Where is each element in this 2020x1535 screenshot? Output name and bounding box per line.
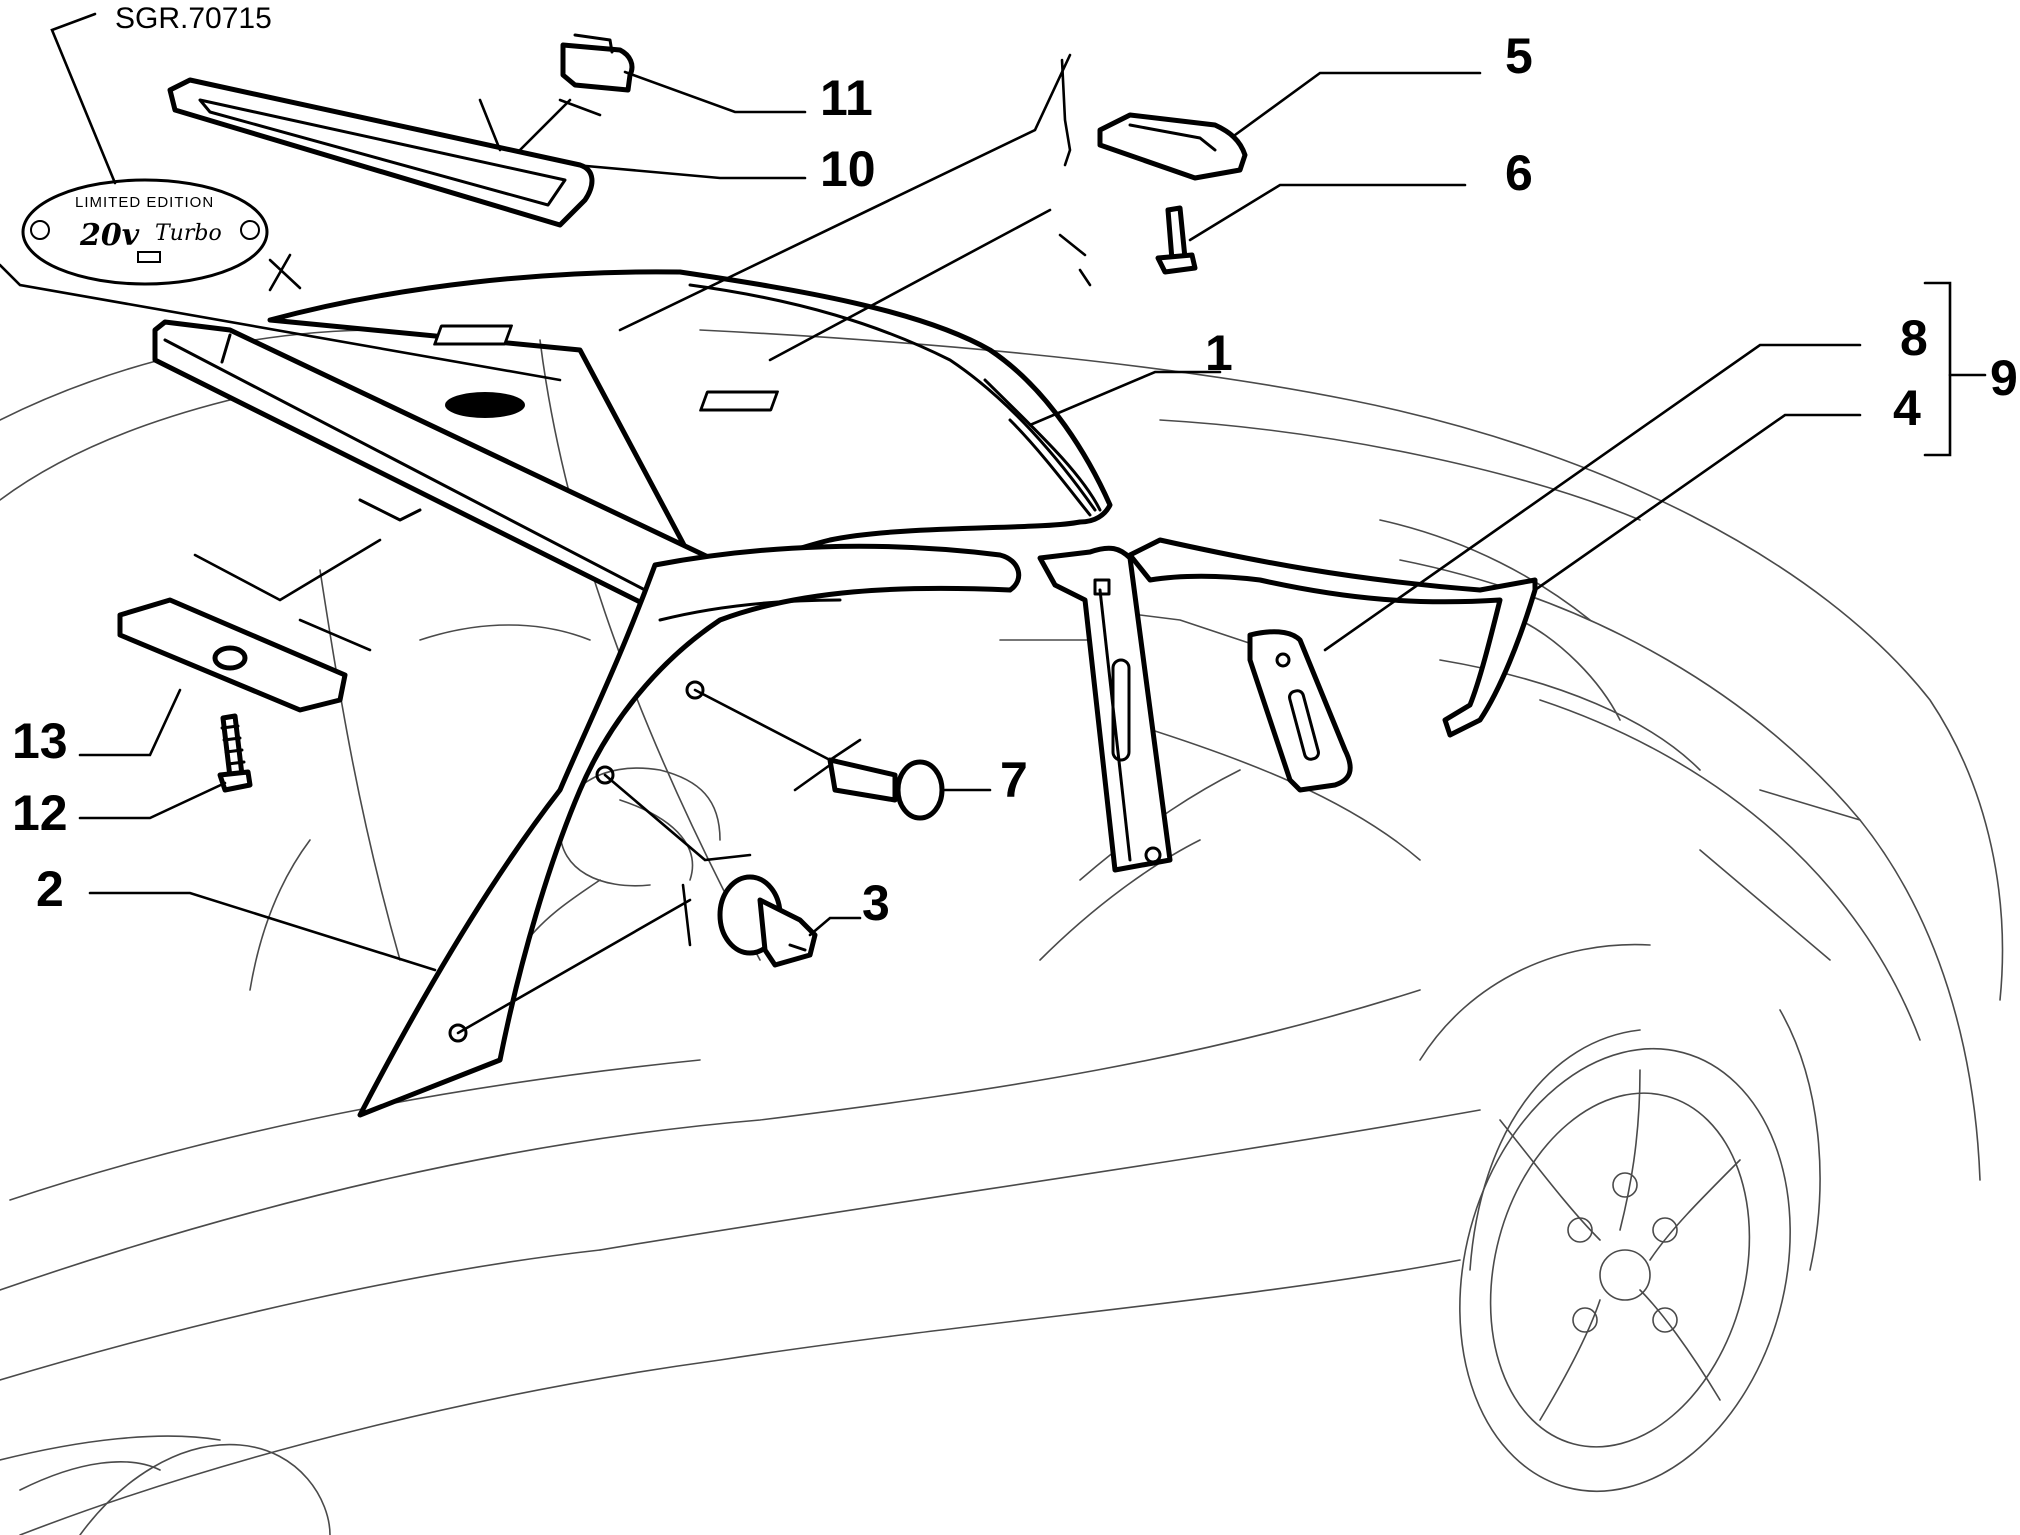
callout-numbers: 1 2 3 4 5 6 7 8 9 10 11 12 13 bbox=[12, 28, 2018, 931]
callout-2: 2 bbox=[36, 861, 64, 917]
callout-9: 9 bbox=[1990, 350, 2018, 406]
rear-quarter-trim bbox=[1127, 537, 1538, 738]
callout-11: 11 bbox=[820, 70, 873, 126]
callout-4: 4 bbox=[1893, 380, 1921, 436]
callout-13: 13 bbox=[12, 713, 68, 769]
car-body-outline bbox=[0, 329, 2004, 1535]
callout-5: 5 bbox=[1505, 28, 1533, 84]
callout-10: 10 bbox=[820, 141, 876, 197]
callout-6: 6 bbox=[1505, 145, 1533, 201]
push-clip bbox=[717, 874, 818, 968]
light-housing bbox=[1097, 112, 1248, 181]
trim-plate bbox=[1247, 629, 1353, 793]
visor-bracket bbox=[117, 597, 348, 713]
callout-8: 8 bbox=[1900, 310, 1928, 366]
leader-lines bbox=[0, 12, 1987, 1035]
badge-line1: LIMITED EDITION bbox=[75, 194, 214, 211]
callout-1: 1 bbox=[1205, 325, 1233, 381]
limited-edition-badge: LIMITED EDITION 20v Turbo bbox=[21, 178, 269, 286]
callout-3: 3 bbox=[862, 875, 890, 931]
roof-panel bbox=[267, 269, 1113, 578]
badge-line2: 20v bbox=[79, 218, 140, 253]
side-roof-rail-trim bbox=[357, 543, 1022, 1118]
b-pillar-trim bbox=[1037, 545, 1173, 873]
drawing-reference: SGR.70715 bbox=[115, 2, 272, 35]
christmas-tree-clip bbox=[827, 757, 945, 821]
screw-6 bbox=[1155, 205, 1198, 275]
callout-7: 7 bbox=[1000, 752, 1028, 808]
screw-12 bbox=[217, 713, 253, 793]
callout-12: 12 bbox=[12, 785, 68, 841]
small-clip bbox=[560, 33, 635, 93]
badge-line3: Turbo bbox=[155, 221, 222, 246]
